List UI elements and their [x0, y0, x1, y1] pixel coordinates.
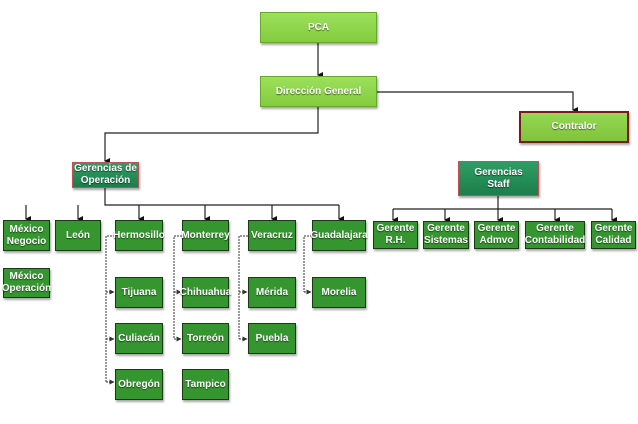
node-gerente-rh[interactable]: Gerente R.H.: [373, 221, 418, 249]
connector-monterrey-children: [173, 235, 182, 339]
node-chihuahua[interactable]: Chihuahua: [180, 277, 231, 308]
node-hermosillo[interactable]: Hermosillo: [113, 220, 165, 251]
node-mexico-operacion[interactable]: México Operación: [2, 268, 51, 298]
node-merida[interactable]: Mérida: [248, 277, 296, 308]
node-mexico-negocio[interactable]: México Negocio: [3, 220, 50, 251]
connector-veracruz-children: [238, 235, 248, 339]
node-pca[interactable]: PCA: [260, 12, 377, 43]
node-gerente-calidad[interactable]: Gerente Calidad: [591, 221, 636, 249]
node-tijuana[interactable]: Tijuana: [115, 277, 163, 308]
connector-guadalajara-children: [303, 235, 312, 292]
node-torreon[interactable]: Torreón: [182, 323, 229, 354]
connector-direccion-contralor: [377, 91, 578, 113]
connector-hermosillo-children: [105, 235, 115, 382]
node-veracruz[interactable]: Veracruz: [248, 220, 296, 251]
node-leon[interactable]: León: [55, 220, 101, 251]
node-contralor[interactable]: Contralor: [519, 111, 629, 143]
connector-direccion-operacion: [104, 107, 319, 164]
node-gerencias-staff[interactable]: Gerencias Staff: [458, 161, 539, 196]
node-gerente-admvo[interactable]: Gerente Admvo: [474, 221, 519, 249]
node-direccion-general[interactable]: Dirección General: [260, 76, 377, 107]
node-guadalajara[interactable]: Guadalajara: [310, 220, 368, 251]
node-gerente-sistemas[interactable]: Gerente Sistemas: [423, 221, 469, 249]
connector-operacion-bus: [104, 188, 339, 206]
node-culiacan[interactable]: Culiacán: [115, 323, 163, 354]
node-tampico[interactable]: Tampico: [182, 369, 229, 400]
node-obregon[interactable]: Obregón: [115, 369, 163, 400]
node-monterrey[interactable]: Monterrey: [181, 220, 230, 251]
node-gerencias-operacion[interactable]: Gerencias de Operación: [72, 162, 139, 188]
node-puebla[interactable]: Puebla: [248, 323, 296, 354]
node-gerente-contabilidad[interactable]: Gerente Contabilidad: [525, 221, 585, 249]
node-morelia[interactable]: Morelia: [312, 277, 366, 308]
